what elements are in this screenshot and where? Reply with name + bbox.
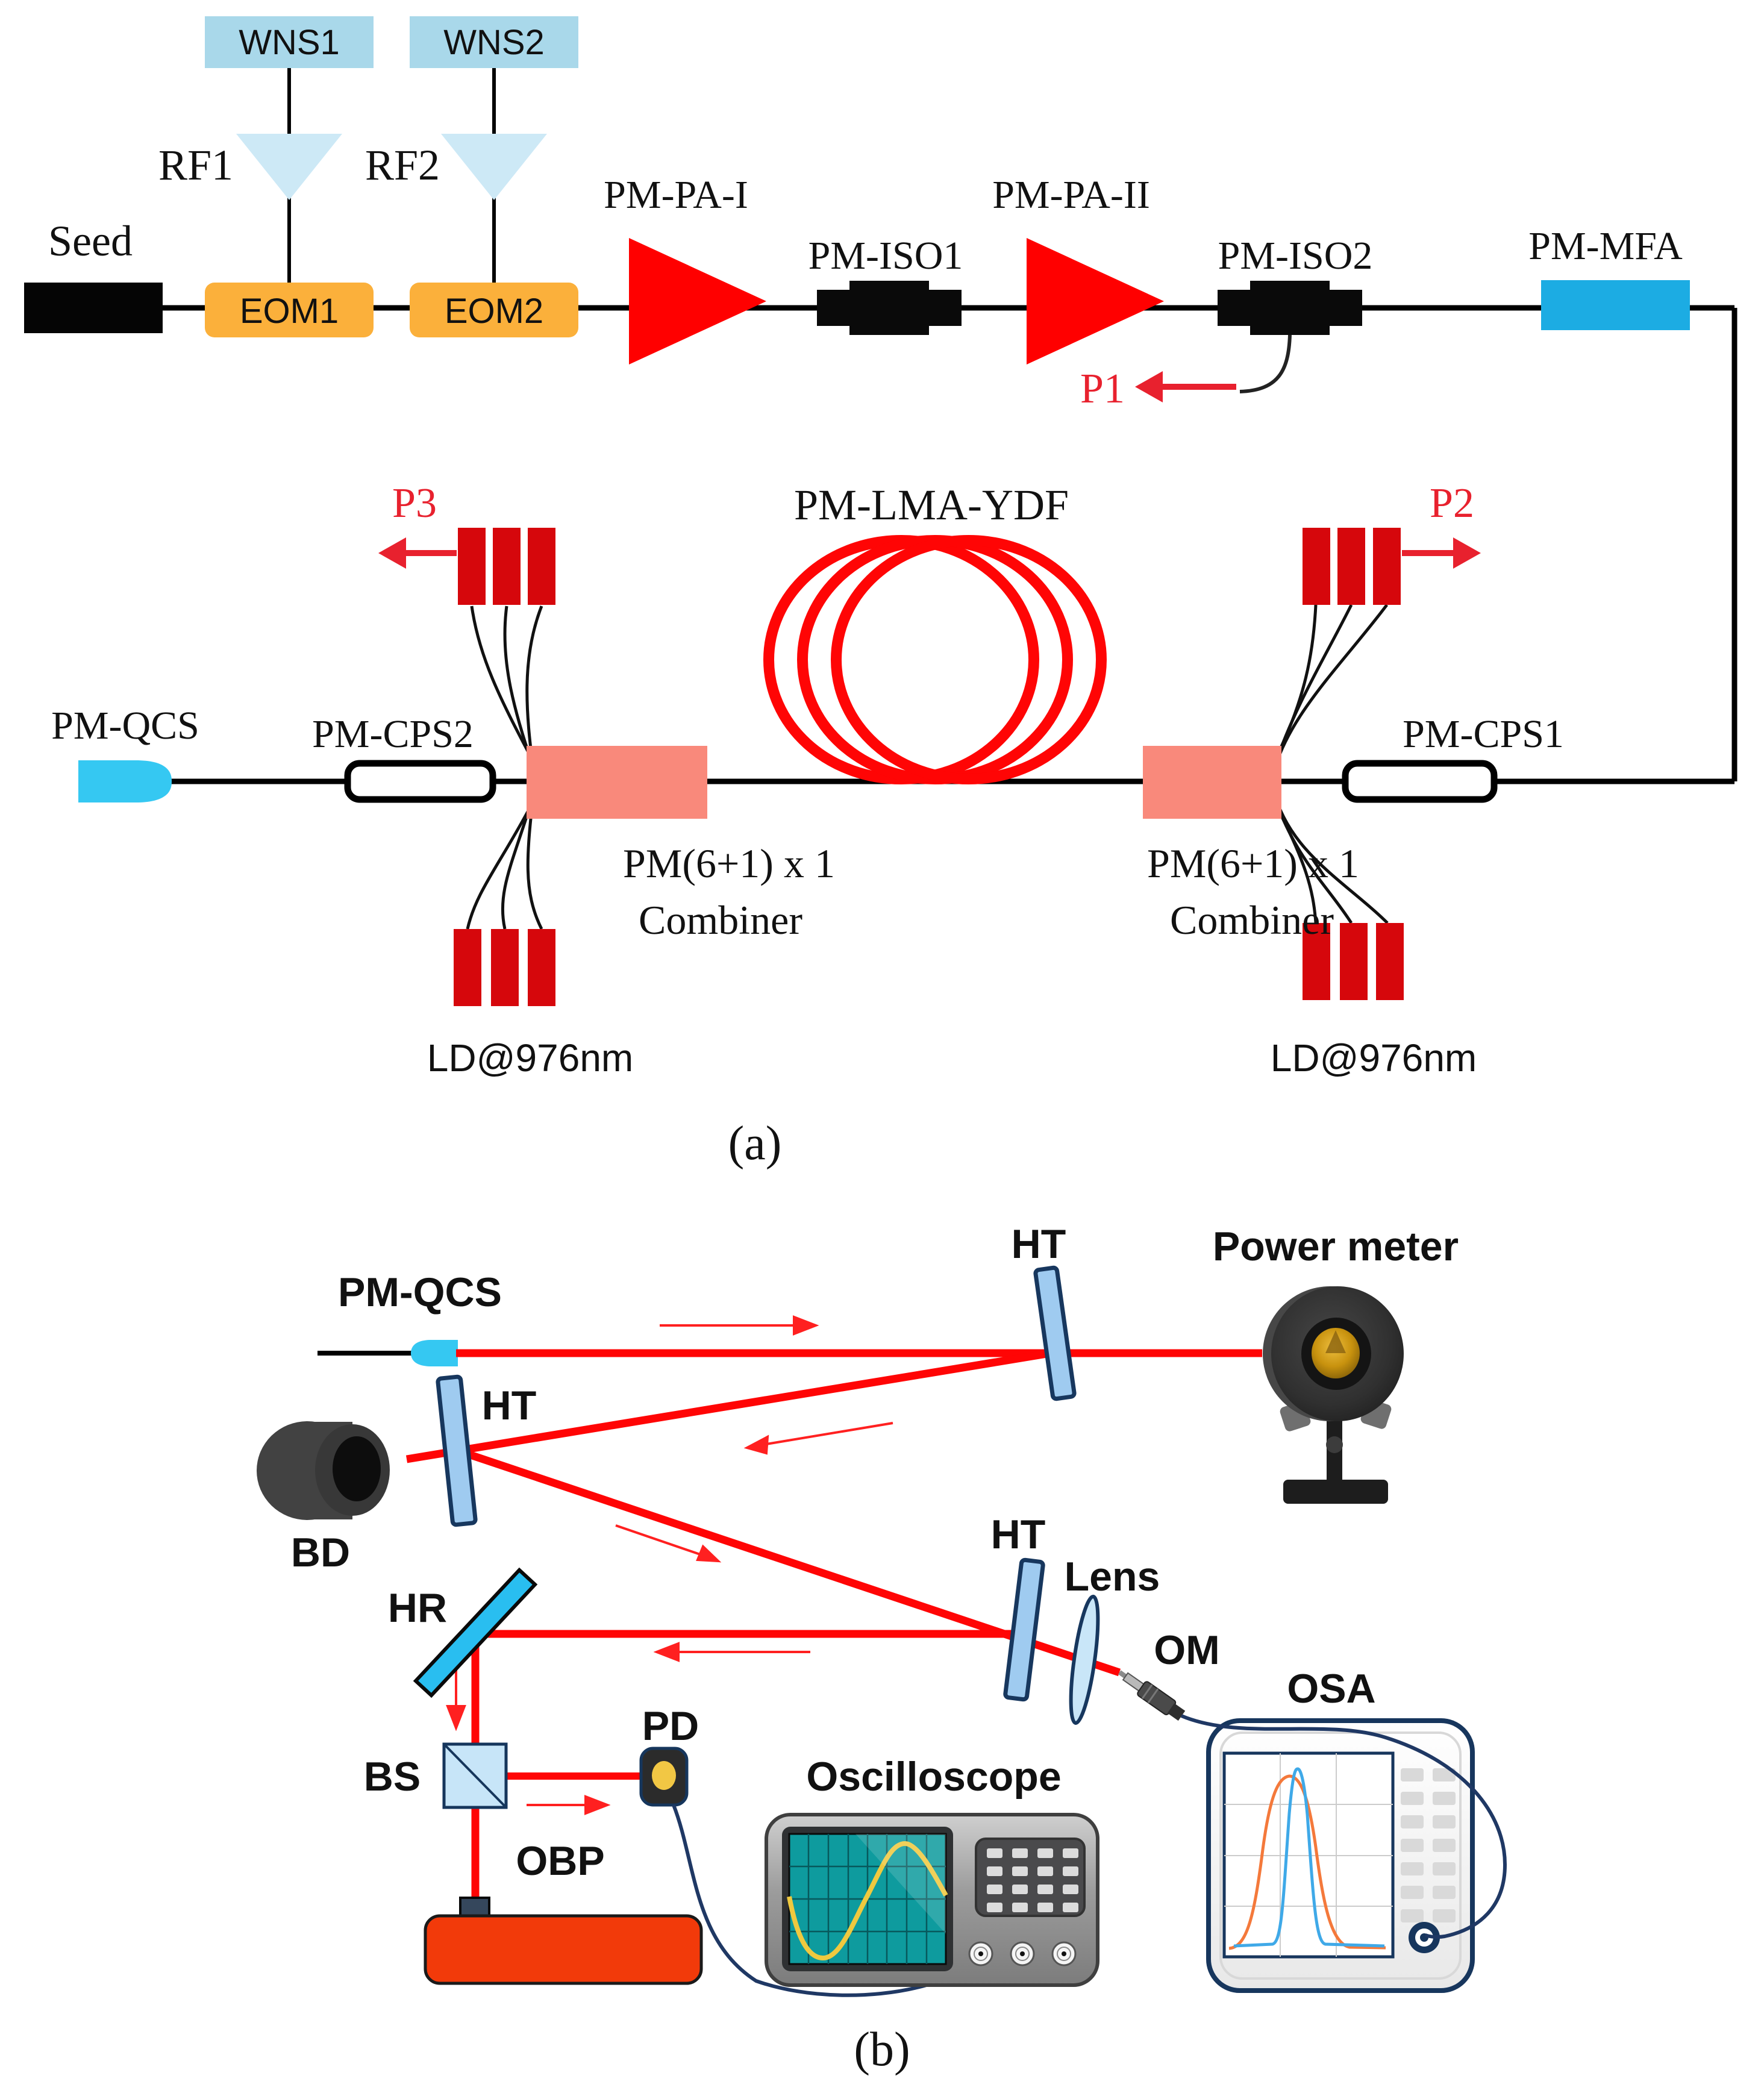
- pa2-amplifier-triangle: [1027, 238, 1164, 364]
- hr-mirror: [413, 1567, 538, 1698]
- pd-label: PD: [642, 1703, 699, 1749]
- cps1-box: [1342, 760, 1498, 803]
- ht3-plate: [1003, 1557, 1045, 1702]
- om-label: OM: [1154, 1627, 1220, 1673]
- combiner-right: [1143, 746, 1281, 819]
- rf2-triangle: [441, 134, 547, 200]
- p1-label: P1: [1080, 366, 1125, 412]
- p2-arrow-head: [1453, 537, 1481, 569]
- p3-arrow-head: [378, 537, 406, 569]
- pm-pa1-label: PM-PA-I: [604, 173, 748, 217]
- bs-label: BS: [364, 1754, 421, 1800]
- power-meter: [1263, 1286, 1404, 1504]
- seed-label: Seed: [48, 217, 133, 265]
- panel-b: PM-QCS HT Power meter HT HT Lens: [257, 1221, 1507, 2076]
- osa-input-port: [1409, 1922, 1440, 1953]
- pm-mfa-label: PM-MFA: [1528, 224, 1683, 268]
- beam-direction-arrows: [446, 1315, 893, 1815]
- eom1-label: EOM1: [240, 292, 339, 331]
- p1-arrow-head: [1135, 371, 1163, 402]
- beam-ht1-to-ht2: [405, 1348, 1056, 1463]
- ld-bars-left-bottom: [454, 929, 555, 1006]
- pa1-amplifier-triangle: [629, 238, 766, 364]
- pm-pa2-label: PM-PA-II: [992, 173, 1150, 217]
- lens: [1069, 1595, 1100, 1725]
- osa-trace-orange: [1228, 1774, 1386, 1950]
- pd-aperture: [652, 1761, 676, 1790]
- combiner-left-caption-1: PM(6+1) x 1: [623, 840, 835, 886]
- iso2-isolator: [1218, 281, 1362, 335]
- ht1-label: HT: [1012, 1221, 1066, 1267]
- mfa-box: [1541, 280, 1690, 330]
- ld976-right-label: LD@976nm: [1271, 1036, 1477, 1080]
- wns1-box: [205, 16, 374, 68]
- oscilloscope: [765, 1813, 1099, 1987]
- oscilloscope-screen-sheen: [855, 1834, 946, 1934]
- panel-b-caption: (b): [854, 2023, 910, 2076]
- iso2-tap-fiber: [1239, 334, 1292, 393]
- osa-buttons: [1401, 1768, 1456, 1922]
- qcs-endcap-a: [78, 760, 172, 802]
- ht3-label: HT: [991, 1512, 1046, 1557]
- panel-a: WNS1 WNS2 RF1 RF2 Seed EOM1 EOM2 PM-PA-I…: [24, 16, 1737, 1170]
- oscilloscope-keys: [987, 1848, 1078, 1912]
- cps2-box: [344, 760, 496, 803]
- bd-label: BD: [291, 1530, 350, 1575]
- osa: [1206, 1718, 1475, 1993]
- ld-bars-right-bottom: [1303, 923, 1404, 1000]
- combiner-right-pump-fibers: [1272, 604, 1389, 924]
- pm-iso2-label: PM-ISO2: [1218, 234, 1373, 278]
- eom1-box: [205, 283, 374, 337]
- ht2-plate: [436, 1374, 478, 1527]
- p3-label: P3: [392, 480, 437, 527]
- ht1-plate: [1033, 1265, 1077, 1401]
- pm-lma-ydf-label: PM-LMA-YDF: [794, 481, 1069, 529]
- qcs-endcap-b: [411, 1340, 458, 1366]
- rf2-label: RF2: [365, 141, 440, 189]
- combiner-right-caption-1: PM(6+1) x 1: [1147, 840, 1359, 886]
- ld976-left-label: LD@976nm: [427, 1036, 633, 1080]
- ht2-label: HT: [482, 1383, 537, 1428]
- pm-qcs-a-label: PM-QCS: [51, 704, 199, 748]
- pm-qcs-b-label: PM-QCS: [338, 1269, 502, 1315]
- wns2-label: WNS2: [443, 23, 545, 62]
- pm-cps2-label: PM-CPS2: [312, 712, 474, 756]
- wns1-label: WNS1: [239, 23, 340, 62]
- wns2-box: [410, 16, 578, 68]
- obp-label: OBP: [516, 1838, 604, 1884]
- osa-label: OSA: [1287, 1666, 1375, 1712]
- oscilloscope-label: Oscilloscope: [806, 1754, 1061, 1800]
- ld-bars-left-top: [458, 528, 555, 605]
- oscilloscope-knobs: [968, 1941, 1077, 1966]
- lens-label: Lens: [1065, 1554, 1160, 1600]
- seed-box: [24, 283, 163, 333]
- rf1-triangle: [236, 134, 342, 200]
- om-connector: [1118, 1670, 1186, 1721]
- p2-label: P2: [1430, 480, 1474, 527]
- oscilloscope-keypad: [975, 1838, 1086, 1917]
- iso1-isolator: [817, 281, 962, 335]
- osa-trace-blue: [1233, 1767, 1385, 1948]
- eom2-box: [410, 283, 578, 337]
- power-meter-label: Power meter: [1213, 1224, 1459, 1269]
- pm-cps1-label: PM-CPS1: [1403, 712, 1564, 756]
- rf1-label: RF1: [158, 141, 233, 189]
- bs-diagonal: [443, 1743, 507, 1809]
- hr-label: HR: [388, 1585, 447, 1631]
- obp-box: [424, 1914, 703, 1985]
- osa-fiber: [1180, 1714, 1507, 1939]
- combiner-right-caption-2: Combiner: [1170, 897, 1334, 943]
- ld-bars-right-top: [1303, 528, 1401, 605]
- eom2-label: EOM2: [445, 292, 543, 331]
- panel-a-caption: (a): [728, 1117, 782, 1170]
- combiner-left-caption-2: Combiner: [639, 897, 802, 943]
- combiner-left: [527, 746, 707, 819]
- pm-iso1-label: PM-ISO1: [808, 234, 963, 278]
- oscilloscope-sine-trace: [787, 1841, 948, 1961]
- ydf-coil: [763, 535, 1107, 784]
- beam-dump: [257, 1421, 390, 1520]
